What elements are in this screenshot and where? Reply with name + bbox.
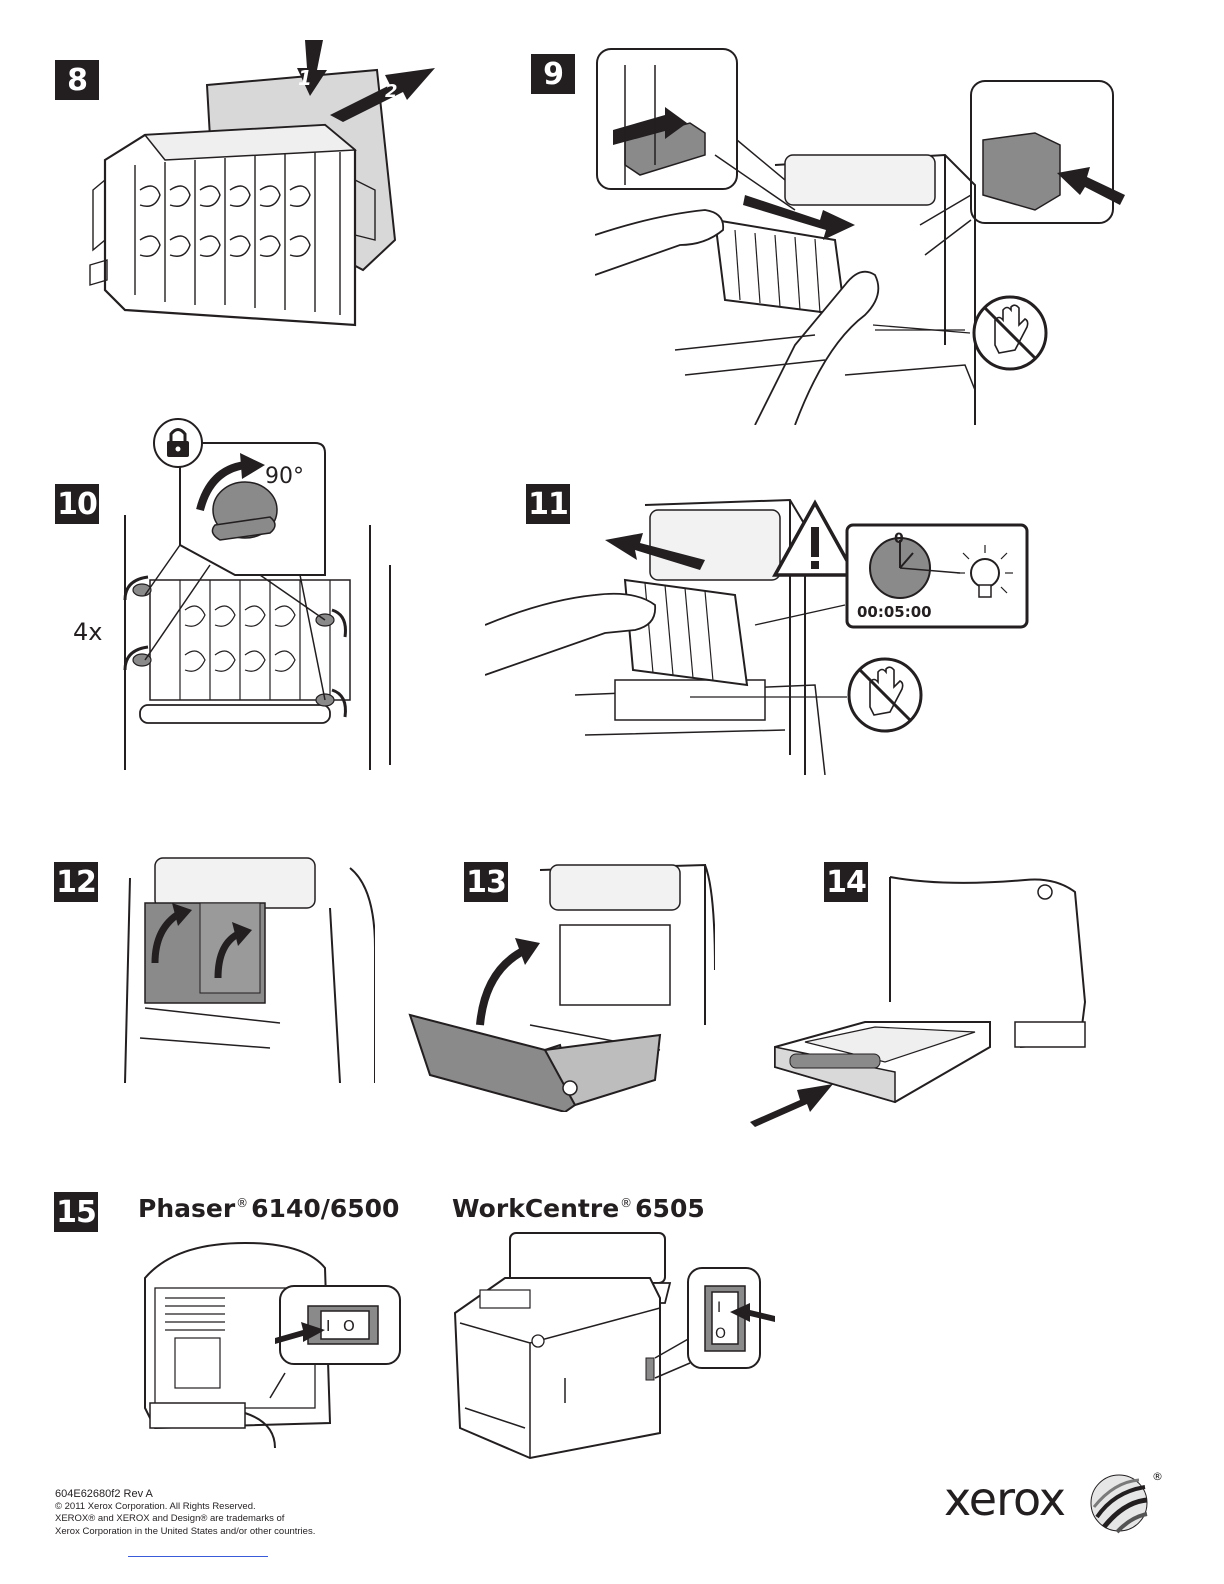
phaser-printer-illustration: I O (135, 1238, 405, 1448)
light-bulb-icon (971, 559, 999, 587)
step-number-9: 9 (531, 54, 575, 94)
step14-illustration (745, 872, 1090, 1127)
model2-number: 6505 (635, 1194, 705, 1223)
footer-legal: 604E62680f2 Rev A © 2011 Xerox Corporati… (55, 1488, 315, 1538)
model2-reg: ® (620, 1196, 632, 1210)
logo-wordmark: xerox (944, 1472, 1065, 1526)
workcentre-switch-off: O (715, 1326, 726, 1342)
model1-number: 6140/6500 (251, 1194, 399, 1223)
step9-illustration (595, 45, 1125, 425)
timer-readout: 00:05:00 (857, 603, 932, 621)
xerox-sphere-icon (1089, 1472, 1149, 1534)
workcentre-printer-illustration: I O (450, 1228, 780, 1460)
document-id: 604E62680f2 Rev A (55, 1488, 315, 1501)
step11-illustration: 0 00:05:00 (485, 485, 1030, 775)
model2-name: WorkCentre (452, 1194, 619, 1223)
trademark-line-2: Xerox Corporation in the United States a… (55, 1526, 315, 1539)
step12-illustration (100, 848, 375, 1083)
step10-illustration: 90° (70, 415, 400, 775)
workcentre-switch-on: I (717, 1300, 721, 1316)
xerox-logo: xerox ® (944, 1470, 1164, 1540)
step8-illustration: 1 2 (85, 40, 445, 340)
rotation-label: 90° (265, 464, 304, 489)
arrow-1-label: 1 (298, 66, 312, 90)
copyright-text: © 2011 Xerox Corporation. All Rights Res… (55, 1501, 315, 1514)
logo-registered-mark: ® (1152, 1470, 1163, 1483)
step13-illustration (405, 850, 715, 1112)
step-number-12: 12 (54, 862, 98, 902)
step-number-15: 15 (54, 1192, 98, 1232)
repeat-count: 4x (73, 618, 102, 646)
push-arrow-icon (750, 1084, 833, 1127)
model1-name: Phaser (138, 1194, 235, 1223)
bottom-rule (128, 1556, 268, 1557)
model-title-workcentre: WorkCentre®6505 (452, 1194, 705, 1223)
timer-zero: 0 (894, 531, 904, 547)
trademark-line-1: XEROX® and XEROX and Design® are tradema… (55, 1513, 315, 1526)
phaser-switch-off: O (343, 1317, 355, 1335)
model1-reg: ® (236, 1196, 248, 1210)
phaser-switch-on: I (326, 1317, 330, 1335)
model-title-phaser: Phaser®6140/6500 (138, 1194, 399, 1223)
arrow-2-label: 2 (385, 81, 398, 102)
